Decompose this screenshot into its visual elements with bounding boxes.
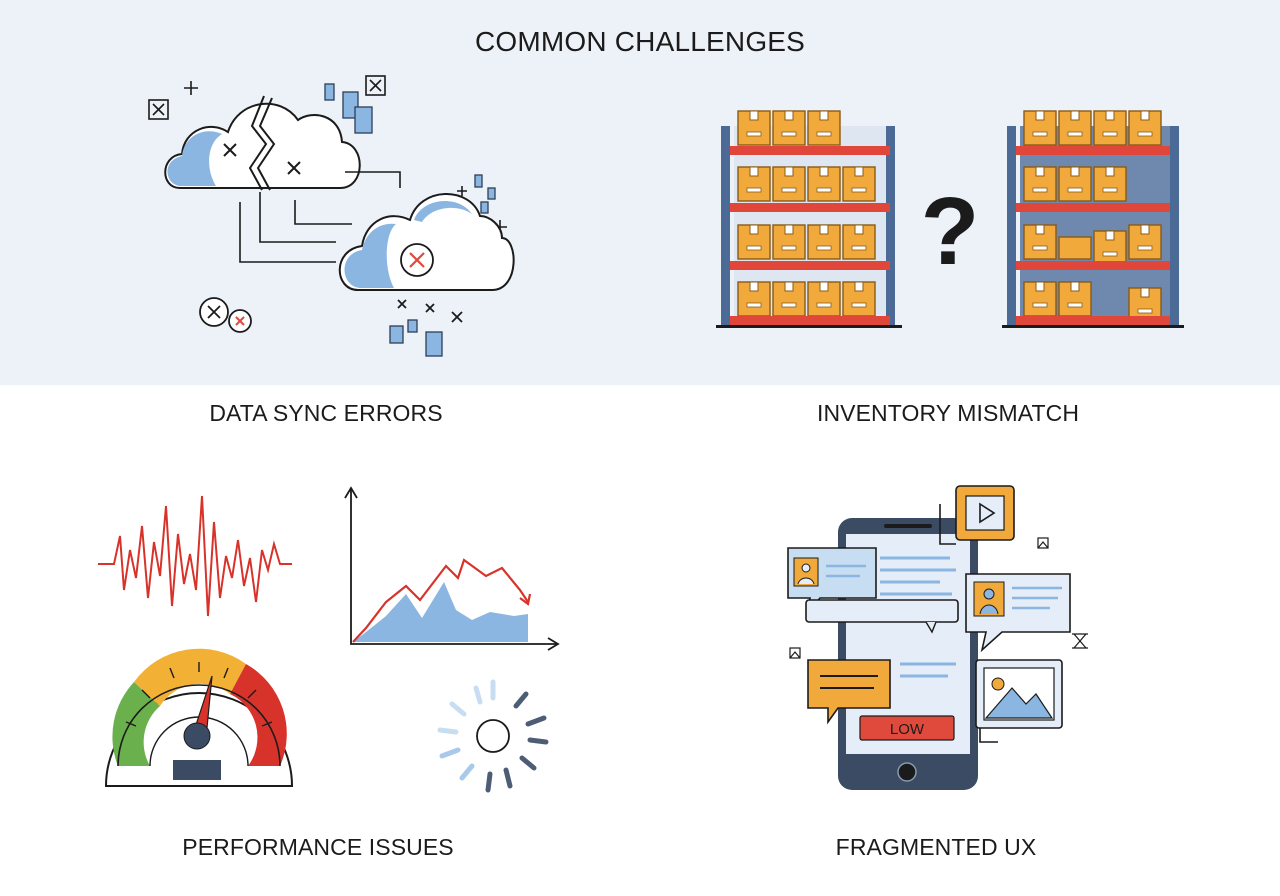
question-mark: ? [921,178,980,285]
image-placeholder-icon [975,659,1063,743]
profile-bubble-icon [965,573,1071,653]
input-bar [805,599,959,623]
error-circle-icon [199,297,252,333]
message-bubble-icon [807,659,891,725]
svg-text:LOW: LOW [890,721,925,738]
caption-fragmented-ux: FRAGMENTED UX [835,834,1037,860]
loading-spinner-icon [437,679,549,793]
chat-bubble-icon [787,547,877,615]
broken-cloud-icon [164,95,361,191]
low-status-badge: LOW [859,715,955,741]
caption-performance-issues: PERFORMANCE ISSUES [182,834,454,860]
page-title: COMMON CHALLENGES [474,26,806,57]
jitter-waveform-icon [98,495,292,617]
performance-illustration [96,466,566,796]
data-sync-illustration [140,70,520,370]
fragmented-ux-illustration: LOW [780,484,1100,804]
mismatched-shelf-rack-icon [1002,110,1184,328]
inventory-illustration: ? [716,104,1186,334]
video-player-icon [939,485,1015,545]
declining-chart-icon [344,486,560,651]
caption-inventory-mismatch: INVENTORY MISMATCH [816,400,1080,426]
cloud-error-icon [338,193,515,291]
speedometer-icon [104,648,294,787]
caption-data-sync-errors: DATA SYNC ERRORS [209,400,443,426]
error-box-icon [148,75,386,120]
full-shelf-rack-icon [716,110,902,328]
